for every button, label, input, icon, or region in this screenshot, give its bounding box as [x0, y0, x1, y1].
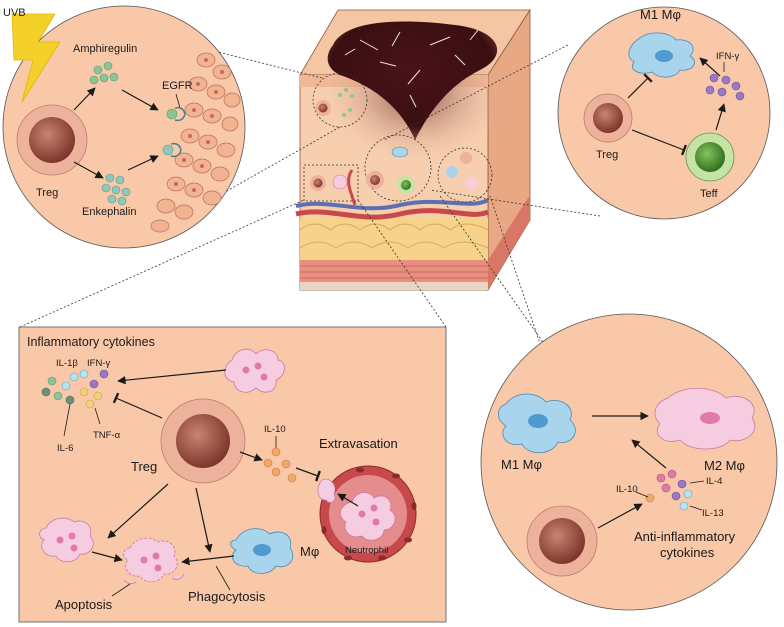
ifng-label: IFN-γ	[87, 358, 110, 369]
blood-vessel	[295, 208, 490, 220]
bottom-left-panel: Inflammatory cytokines IL-1β IFN-γ IL-6 …	[18, 326, 447, 623]
amphiregulin-molecules	[89, 61, 119, 85]
fat-layer	[299, 218, 489, 260]
neutrophil-label: Neutrophil	[345, 545, 388, 556]
il4-label: IL-4	[706, 476, 722, 487]
top-right-circle: M1 Mφ IFN-γ Treg Teff	[557, 6, 771, 220]
il6-label: IL-6	[57, 443, 73, 454]
egfr-label: EGFR	[162, 80, 193, 92]
ifn-gamma-molecules	[705, 73, 745, 101]
bottom-right-circle: M1 Mφ M2 Mφ IL-4 IL-13 IL-10 Anti-inflam…	[480, 313, 778, 611]
uvb-label: UVB	[3, 7, 26, 19]
scab-wound	[327, 21, 498, 140]
egfr-receptor-icon	[166, 106, 186, 122]
inflammatory-cytokines-title: Inflammatory cytokines	[27, 335, 155, 349]
neutrophil-cell	[339, 492, 396, 541]
amphiregulin-label: Amphiregulin	[73, 43, 137, 55]
enkephalin-label: Enkephalin	[82, 206, 136, 218]
il1b-label: IL-1β	[56, 358, 78, 369]
top-left-circle: UVB Treg Amphiregulin EGFR	[2, 5, 246, 249]
keratinocyte-layer	[150, 52, 241, 233]
anti-inflammatory-cytokine-molecules	[645, 469, 693, 511]
teff-label: Teff	[700, 188, 718, 200]
apoptotic-cell-center	[123, 537, 178, 583]
m2-label: M2 Mφ	[704, 458, 745, 473]
il10-label: IL-10	[616, 484, 638, 495]
muscle-layer	[300, 195, 530, 290]
apoptosis-label: Apoptosis	[55, 597, 113, 612]
skin-block	[295, 8, 531, 292]
extravasation-label: Extravasation	[319, 436, 398, 451]
apoptotic-cell-left	[39, 517, 94, 563]
macrophage-label: Mφ	[300, 544, 319, 559]
treg-label: Treg	[131, 459, 157, 474]
il13-label: IL-13	[702, 508, 724, 519]
tnfa-label: TNF-α	[93, 430, 121, 441]
neutrophil-cell-top	[224, 348, 285, 393]
anti-inflammatory-label-line2: cytokines	[660, 545, 715, 560]
anti-inflammatory-label-line1: Anti-inflammatory	[634, 529, 736, 544]
uvb-lightning-icon	[11, 13, 61, 103]
treg-label: Treg	[596, 149, 618, 161]
enkephalin-molecules	[101, 173, 131, 206]
scab-cracks	[344, 29, 479, 108]
ifn-gamma-label: IFN-γ	[716, 51, 739, 62]
il10-label: IL-10	[264, 424, 286, 435]
inflammatory-cytokine-molecules	[41, 369, 109, 409]
m1-label: M1 Mφ	[501, 457, 542, 472]
phagocytosis-label: Phagocytosis	[188, 589, 266, 604]
m1-macrophage-title: M1 Mφ	[640, 7, 681, 22]
opioid-receptor-icon	[162, 142, 182, 158]
il10-molecules	[263, 447, 297, 483]
treg-label: Treg	[36, 187, 58, 199]
